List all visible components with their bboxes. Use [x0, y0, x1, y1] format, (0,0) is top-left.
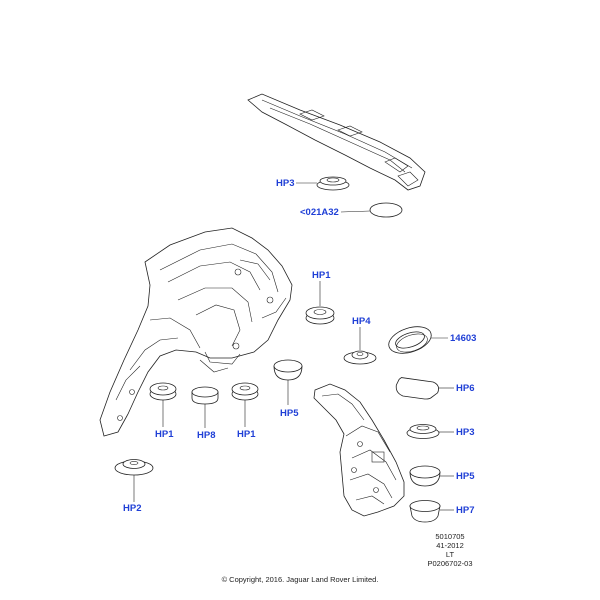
grommet-14603 [388, 326, 432, 354]
callout-hp4[interactable]: HP4 [352, 316, 371, 327]
callout-hp5-right[interactable]: HP5 [456, 471, 475, 482]
callout-hp7[interactable]: HP7 [456, 505, 475, 516]
hp6-pad [395, 377, 439, 400]
reference-line-3: LT [445, 550, 455, 559]
inner-quarter-panel [99, 227, 293, 437]
hp5-right-plug [409, 465, 441, 487]
hp3-right-grommet [406, 424, 440, 439]
reference-line-2: 41-2012 [436, 541, 464, 550]
hp2-grommet [114, 459, 154, 476]
callout-hp1-left[interactable]: HP1 [155, 429, 174, 440]
callout-021a32[interactable]: <021A32 [300, 207, 339, 218]
rear-quarter-inner-panel [313, 383, 405, 517]
callout-hp8[interactable]: HP8 [197, 430, 216, 441]
hp3-top-grommet [316, 176, 350, 191]
callout-14603[interactable]: 14603 [450, 333, 477, 344]
callout-hp3-right[interactable]: HP3 [456, 427, 475, 438]
hp1-left-grommet [149, 382, 177, 401]
roof-cross-member [247, 93, 426, 191]
hp4-grommet [343, 350, 377, 365]
hp5-center-plug [273, 359, 303, 381]
reference-line-4: P0206702-03 [427, 559, 473, 568]
callout-hp3-top[interactable]: HP3 [276, 178, 295, 189]
reference-block: 5010705 41-2012 LT P0206702-03 [420, 532, 480, 568]
seal-021a32 [369, 202, 403, 218]
copyright-notice: © Copyright, 2016. Jaguar Land Rover Lim… [221, 575, 379, 584]
reference-line-1: 5010705 [435, 532, 465, 541]
callout-hp2[interactable]: HP2 [123, 503, 142, 514]
callout-hp1-mid[interactable]: HP1 [237, 429, 256, 440]
callout-hp1-center[interactable]: HP1 [312, 270, 331, 281]
callout-hp5-center[interactable]: HP5 [280, 408, 299, 419]
callout-hp6[interactable]: HP6 [456, 383, 475, 394]
hp1-center-grommet [305, 306, 335, 325]
hp7-plug [409, 500, 441, 523]
hp1-mid-grommet [231, 382, 259, 401]
hp8-plug [191, 386, 219, 405]
